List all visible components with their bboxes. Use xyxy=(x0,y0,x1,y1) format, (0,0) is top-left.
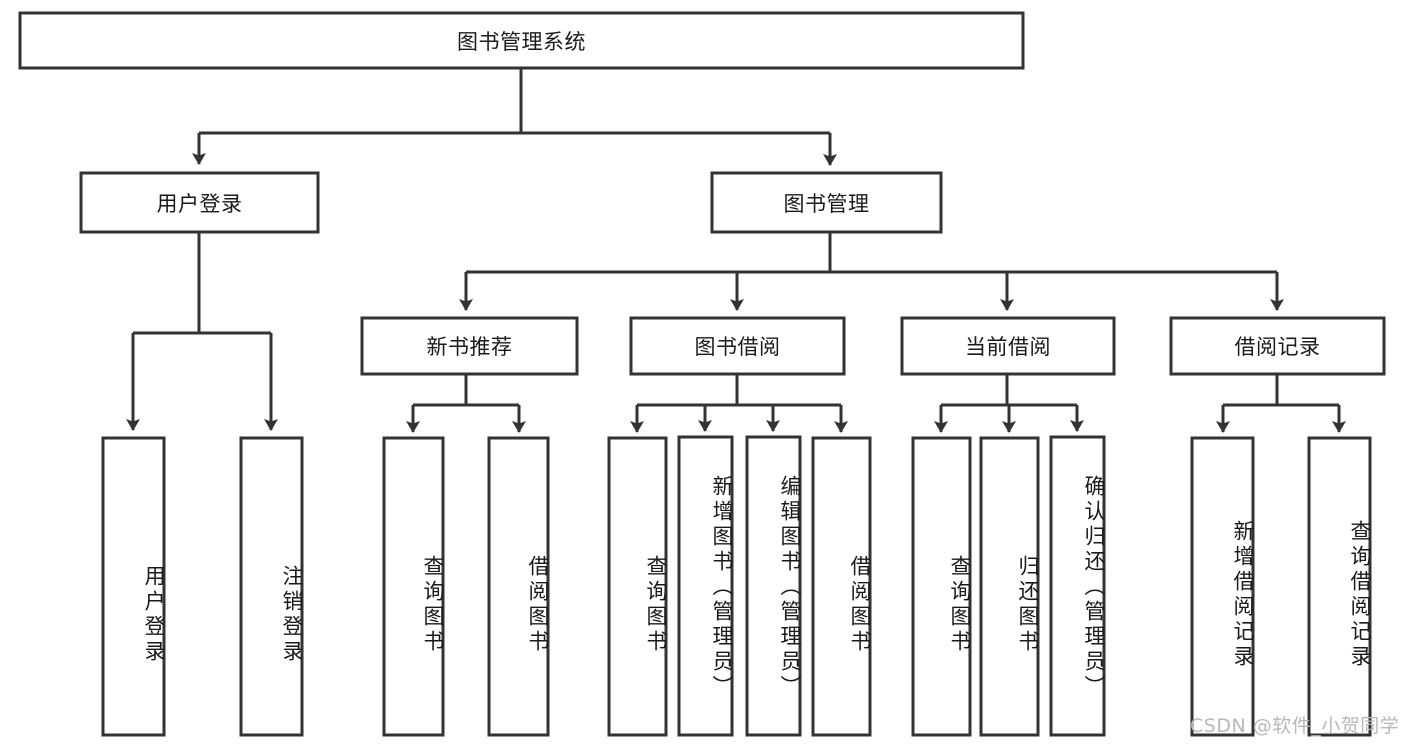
node-box-leaf-add-record[interactable] xyxy=(1190,436,1255,737)
node-box-leaf-query-book-2[interactable] xyxy=(607,436,668,737)
node-box-current-borrow[interactable] xyxy=(900,316,1116,376)
node-box-leaf-query-book-1[interactable] xyxy=(382,436,445,737)
node-box-leaf-return-book[interactable] xyxy=(979,436,1040,737)
node-box-leaf-add-book[interactable] xyxy=(677,435,734,737)
node-box-root[interactable] xyxy=(18,11,1025,70)
node-box-leaf-logout[interactable] xyxy=(239,436,304,737)
node-box-leaf-user-login[interactable] xyxy=(101,436,166,737)
node-box-leaf-query-record[interactable] xyxy=(1307,436,1372,737)
watermark-text: CSDN @软件_小贺同学 xyxy=(1190,715,1400,737)
node-box-leaf-edit-book[interactable] xyxy=(745,435,802,737)
node-box-new-book-recommend[interactable] xyxy=(360,316,579,376)
node-box-borrow-record[interactable] xyxy=(1169,316,1386,376)
node-box-leaf-borrow-book-1[interactable] xyxy=(487,436,550,737)
node-box-book-manage[interactable] xyxy=(710,171,943,234)
node-box-leaf-query-book-3[interactable] xyxy=(911,436,972,737)
node-box-leaf-borrow-book-2[interactable] xyxy=(811,436,872,737)
node-box-user-login[interactable] xyxy=(79,171,320,234)
node-box-leaf-confirm-return[interactable] xyxy=(1049,435,1106,737)
node-box-book-borrow[interactable] xyxy=(629,316,846,376)
